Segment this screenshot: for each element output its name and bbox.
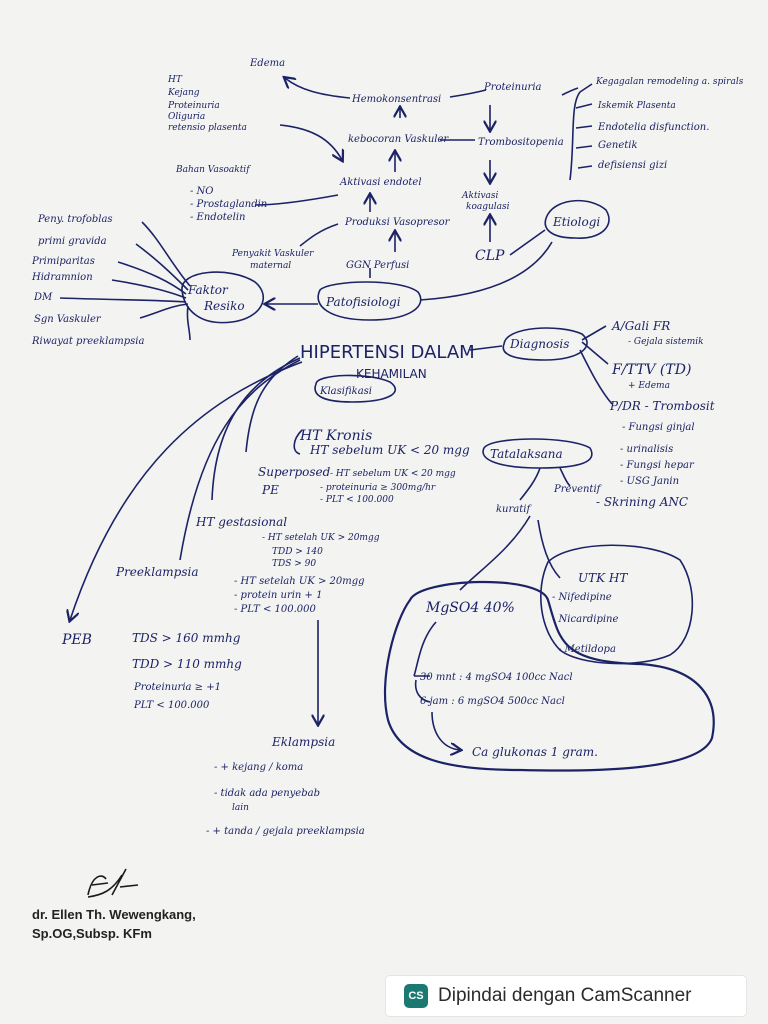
diagnosis-lab-item: - urinalisis [620, 444, 673, 455]
faktor-resiko-node: Faktor [187, 283, 229, 297]
risk-factor-item: Riwayat preeklampsia [31, 336, 145, 347]
author-line: Sp.OG,Subsp. KFm [32, 926, 152, 941]
faktor-resiko-node: Resiko [203, 299, 245, 313]
superposed-criteria: - HT sebelum UK < 20 mgg [330, 469, 456, 479]
dose-item: 30 mnt : 4 mgSO4 100cc Nacl [420, 672, 573, 683]
clp-node: CLP [475, 248, 505, 264]
ht-list-item: Oliguria [168, 112, 205, 122]
diagnosis-exam: F/TTV (TD) [611, 362, 691, 378]
risk-factor-item: Primiparitas [31, 256, 95, 267]
superposed-node: Superposed [258, 465, 331, 479]
gestasional-criteria: TDD > 140 [272, 547, 323, 557]
antidote-node: Ca glukonas 1 gram. [472, 745, 598, 759]
peb-criteria: TDS > 160 mmhg [132, 631, 241, 645]
ht-gestasional-node: HT gestasional [195, 515, 287, 529]
ht-list-item: Kejang [167, 88, 200, 98]
camscanner-badge: CS Dipindai dengan CamScanner [386, 976, 746, 1016]
gestasional-criteria: TDS > 90 [272, 559, 316, 569]
preventif-item: - Skrining ANC [596, 495, 688, 509]
diagnosis-node: Diagnosis [509, 337, 569, 351]
mgso4-node: MgSO4 40% [425, 600, 515, 616]
peb-criteria: PLT < 100.000 [133, 700, 210, 711]
ht-kronis-node: HT Kronis [299, 428, 372, 444]
eklampsia-criteria: lain [232, 803, 249, 813]
peb-criteria: Proteinuria ≥ +1 [133, 682, 221, 693]
main-title: HIPERTENSI DALAM [300, 342, 475, 363]
camscanner-icon: CS [404, 984, 428, 1008]
main-title-sub: KEHAMILAN [356, 367, 427, 381]
penyakit-vaskuler-node: maternal [250, 261, 291, 271]
trombositopenia-node: Trombositopenia [478, 137, 564, 148]
diagnosis-anamnesis: A/Gali FR [611, 319, 670, 333]
eklampsia-criteria: - + kejang / koma [214, 762, 303, 773]
preeklampsia-criteria: - PLT < 100.000 [234, 604, 317, 615]
ht-list-item: Proteinuria [167, 101, 220, 111]
risk-factor-item: primi gravida [38, 236, 107, 247]
preventif-node: Preventif [553, 484, 603, 495]
drug-item: - Nifedipine [552, 592, 612, 603]
peb-node: PEB [61, 632, 92, 648]
bahan-vasoaktif-node: Bahan Vasoaktif [175, 165, 251, 175]
produksi-vasopresor-node: Produksi Vasopresor [344, 217, 451, 228]
superposed-node: PE [261, 483, 279, 497]
author-credit: dr. Ellen Th. Wewengkang, Sp.OG,Subsp. K… [32, 905, 196, 943]
drug-item: - Metildopa [558, 644, 616, 655]
aktivasi-koagulasi-node: Aktivasi [461, 191, 499, 201]
eklampsia-criteria: - + tanda / gejala preeklampsia [206, 826, 365, 837]
kebocoran-node: kebocoran Vaskuler [348, 134, 449, 145]
preeklampsia-criteria: - protein urin + 1 [234, 590, 322, 601]
diagnosis-exam-sub: + Edema [628, 381, 670, 391]
vasoaktif-item: - Prostaglandin [190, 199, 267, 210]
etiologi-item: Iskemik Plasenta [597, 101, 676, 111]
preeklampsia-criteria: - HT setelah UK > 20mgg [234, 576, 365, 587]
superposed-criteria: - PLT < 100.000 [320, 495, 394, 505]
penyakit-vaskuler-node: Penyakit Vaskuler [231, 249, 314, 259]
risk-factor-item: DM [33, 292, 53, 303]
diagnosis-anamnesis-sub: - Gejala sistemik [628, 337, 704, 347]
diagnosis-lab: P/DR - Trombosit [609, 399, 715, 413]
author-line: dr. Ellen Th. Wewengkang, [32, 907, 196, 922]
aktivasi-koagulasi-node: koagulasi [466, 202, 510, 212]
eklampsia-node: Eklampsia [271, 735, 335, 749]
vasoaktif-item: - NO [190, 186, 214, 197]
etiologi-item: defisiensi gizi [598, 160, 667, 171]
eklampsia-criteria: - tidak ada penyebab [214, 788, 320, 799]
preeklampsia-node: Preeklampsia [115, 565, 199, 579]
patofisiologi-node: Patofisiologi [325, 295, 401, 309]
aktivasi-endotel-node: Aktivasi endotel [339, 177, 422, 188]
edema-node: Edema [249, 58, 285, 69]
ht-kronis-criteria: HT sebelum UK < 20 mgg [309, 443, 470, 457]
antihypertensive-node: UTK HT [578, 571, 628, 585]
peb-criteria: TDD > 110 mmhg [132, 657, 242, 671]
etiologi-item: Kegagalan remodeling a. spirals [595, 77, 744, 87]
diagnosis-lab-item: - USG Janin [620, 476, 679, 487]
hemokonsentrasi-node: Hemokonsentrasi [351, 94, 441, 105]
kuratif-node: kuratif [496, 504, 532, 515]
tatalaksana-node: Tatalaksana [490, 447, 563, 461]
risk-factor-item: Peny. trofoblas [37, 214, 113, 225]
diagnosis-lab-item: - Fungsi hepar [620, 460, 695, 471]
risk-factor-item: Hidramnion [31, 272, 93, 283]
proteinuria-node: Proteinuria [483, 82, 542, 93]
ht-list-item: retensio plasenta [168, 123, 247, 133]
ht-list-item: HT [167, 75, 183, 85]
etiologi-node: Etiologi [552, 215, 600, 229]
signature-icon [87, 868, 139, 898]
diagnosis-lab-item: - Fungsi ginjal [622, 422, 695, 433]
dose-item: 6 jam : 6 mgSO4 500cc Nacl [420, 696, 565, 707]
gestasional-criteria: - HT setelah UK > 20mgg [262, 533, 380, 543]
risk-factor-item: Sgn Vaskuler [34, 314, 102, 325]
etiologi-item: Genetik [598, 140, 638, 151]
ggn-perfusi-node: GGN Perfusi [346, 260, 409, 271]
vasoaktif-item: - Endotelin [190, 212, 246, 223]
klasifikasi-node: Klasifikasi [319, 386, 372, 397]
etiologi-item: Endotelia disfunction. [597, 122, 709, 133]
camscanner-label: Dipindai dengan CamScanner [438, 985, 692, 1006]
drug-item: - Nicardipine [552, 614, 618, 625]
superposed-criteria: - proteinuria ≥ 300mg/hr [320, 483, 436, 493]
